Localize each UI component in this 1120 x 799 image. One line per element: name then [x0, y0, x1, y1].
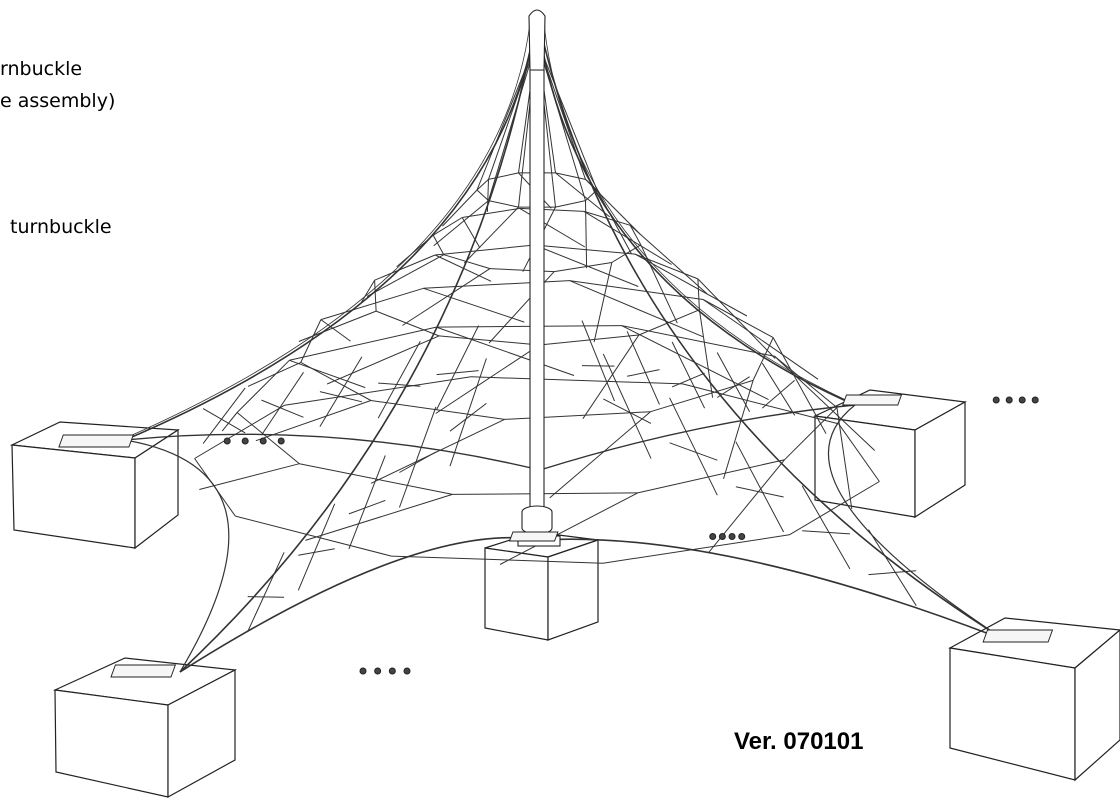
label-turnbuckle-assembly-line2: e assembly) — [0, 90, 116, 112]
label-turnbuckle: turnbuckle — [10, 216, 112, 238]
label-turnbuckle-assembly-line1: rnbuckle — [0, 58, 83, 80]
rope-net — [124, 13, 1006, 673]
anchor-plates — [58, 394, 1054, 678]
version-label: Ver. 070101 — [734, 728, 864, 755]
concrete-blocks — [9, 389, 1120, 799]
foundation-block-center — [484, 531, 599, 641]
foundation-block-front-left — [52, 657, 238, 799]
